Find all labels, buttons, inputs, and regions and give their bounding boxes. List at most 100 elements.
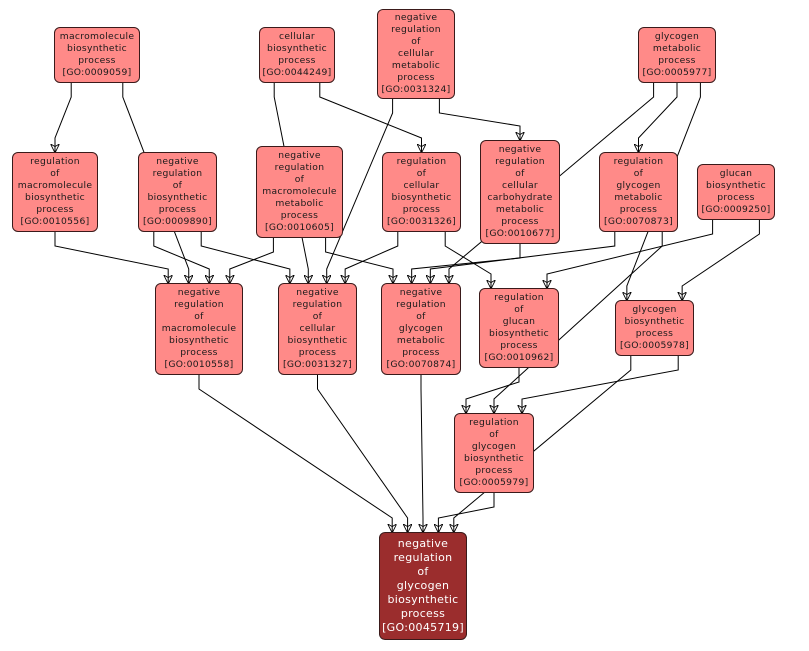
node-label-line: of bbox=[416, 168, 427, 179]
node-go-id: [GO:0010556] bbox=[20, 216, 90, 227]
node-label-line: negative bbox=[399, 287, 443, 298]
node-label-line: macromolecule bbox=[17, 180, 93, 191]
node-label-line: glycogen bbox=[396, 579, 450, 592]
node-label-line: biosynthetic bbox=[25, 192, 85, 203]
edge-GO0070873-to-GO0070874 bbox=[430, 232, 616, 283]
node-label-line: regulation bbox=[495, 156, 545, 167]
node-label-line: negative bbox=[156, 156, 199, 167]
node-label-line: process bbox=[180, 347, 218, 358]
edge-GO0010605-to-GO0010558 bbox=[230, 238, 274, 283]
node-label-line: regulation bbox=[292, 299, 343, 310]
node-go-id: [GO:0009059] bbox=[62, 67, 132, 78]
node-go-id: [GO:0070874] bbox=[386, 359, 456, 370]
node-label-line: metabolic bbox=[396, 335, 446, 346]
node-go-id: [GO:0010677] bbox=[485, 228, 555, 239]
node-label-line: regulation bbox=[393, 551, 453, 564]
edge-GO0070874-to-GO0045719 bbox=[421, 375, 423, 532]
node-label-line: of bbox=[50, 168, 60, 179]
node-go-id: [GO:0031326] bbox=[387, 216, 456, 227]
node-label-line: negative bbox=[296, 287, 339, 298]
node-label-line: regulation bbox=[469, 417, 519, 428]
node-label-line: metabolic bbox=[391, 60, 441, 71]
node-label-line: process bbox=[658, 55, 696, 66]
node-label-line: carbohydrate bbox=[487, 192, 553, 203]
node-label-line: process bbox=[501, 216, 539, 227]
node-go-id: [GO:0031324] bbox=[381, 84, 451, 95]
node-go-id: [GO:0009250] bbox=[701, 204, 771, 215]
node-label-line: negative bbox=[394, 12, 438, 23]
node-label-line: of bbox=[489, 429, 499, 440]
node-label-line: cellular bbox=[398, 48, 434, 59]
node-label-line: metabolic bbox=[652, 43, 702, 54]
node-label-line: of bbox=[312, 311, 323, 322]
node-label-line: negative bbox=[278, 150, 321, 161]
node-label-line: regulation bbox=[613, 156, 664, 167]
node-label-line: glucan bbox=[719, 168, 753, 179]
node-label-line: macromolecule bbox=[59, 31, 135, 42]
node-label-line: glycogen bbox=[632, 304, 677, 315]
node-label-line: regulation bbox=[152, 168, 203, 179]
node-label-line: process bbox=[158, 204, 197, 215]
node-go-id: [GO:0010558] bbox=[164, 359, 234, 370]
node-label-line: biosynthetic bbox=[287, 335, 348, 346]
edge-GO0005978-to-GO0005979 bbox=[522, 356, 679, 413]
node-label-line: cellular bbox=[279, 31, 315, 42]
node-label-line: process bbox=[635, 328, 674, 339]
node-label-line: process bbox=[402, 204, 441, 215]
node-label-line: of bbox=[417, 565, 429, 578]
edge-GO0010962-to-GO0005979 bbox=[466, 368, 520, 413]
edge-GO0009250-to-GO0005978 bbox=[682, 220, 760, 300]
node-label-line: process bbox=[36, 204, 74, 215]
node-label-line: process bbox=[500, 340, 538, 351]
node-label-line: metabolic bbox=[614, 192, 663, 203]
node-go-id: [GO:0010605] bbox=[265, 222, 334, 233]
node-label-line: biosynthetic bbox=[267, 43, 327, 54]
node-label-line: of bbox=[515, 168, 525, 179]
node-label-line: biosynthetic bbox=[624, 316, 685, 327]
node-label-line: biosynthetic bbox=[489, 328, 549, 339]
edge-GO0010556-to-GO0010558 bbox=[54, 232, 168, 283]
edge-GO0044249-to-GO0031326 bbox=[319, 83, 422, 152]
node-label-line: process bbox=[298, 347, 337, 358]
node-go-id: [GO:0005977] bbox=[642, 67, 712, 78]
edge-GO0031326-to-GO0031327 bbox=[345, 232, 399, 283]
node-label-line: glycogen bbox=[654, 31, 700, 42]
node-label-line: cellular bbox=[502, 180, 538, 191]
node-label-line: process bbox=[278, 55, 316, 66]
node-go-id: [GO:0070873] bbox=[604, 216, 673, 227]
node-label-line: metabolic bbox=[275, 198, 324, 209]
node-label-line: regulation bbox=[174, 299, 224, 310]
node-label-line: process bbox=[402, 347, 440, 358]
node-go-id: [GO:0005979] bbox=[459, 477, 529, 488]
edge-GO0031324-to-GO0031327 bbox=[327, 99, 394, 283]
node-label-line: of bbox=[416, 311, 426, 322]
node-label-line: negative bbox=[177, 287, 221, 298]
node-label-line: process bbox=[475, 465, 513, 476]
node-label-line: cellular bbox=[403, 180, 440, 191]
node-label-line: of bbox=[294, 174, 305, 185]
edge-GO0009250-to-GO0010962 bbox=[547, 220, 714, 288]
node-label-line: process bbox=[78, 55, 116, 66]
node-go-id: [GO:0045719] bbox=[382, 621, 464, 634]
edge-GO0010558-to-GO0045719 bbox=[198, 375, 392, 532]
node-go-id: [GO:0010962] bbox=[484, 352, 554, 363]
